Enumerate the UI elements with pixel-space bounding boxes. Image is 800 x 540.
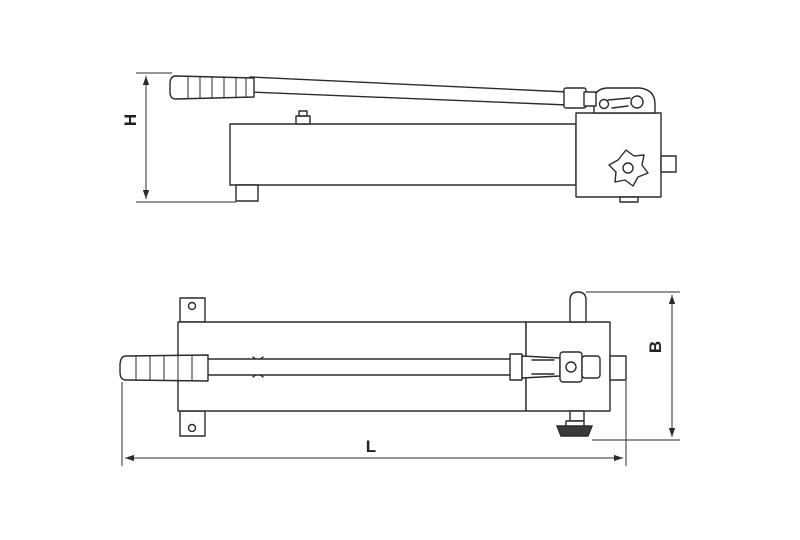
dimension-l: L (121, 381, 627, 466)
side-view (169, 75, 677, 203)
top-handle-bar (204, 358, 518, 376)
top-bracket-lug (569, 291, 587, 323)
valve-block (575, 112, 662, 198)
top-view (119, 291, 627, 437)
outlet-port (660, 155, 677, 173)
side-body (229, 123, 577, 186)
dimension-b: B (586, 291, 680, 441)
top-tab-lower (179, 410, 206, 437)
dimension-b-label: B (646, 341, 665, 353)
filler-cap (295, 115, 311, 125)
side-foot (235, 184, 259, 202)
dimension-h: H (121, 72, 236, 203)
dimension-l-label: L (366, 437, 376, 456)
handle-clamp (563, 87, 587, 109)
top-release-knob-icon (555, 425, 594, 437)
side-handle-bar (249, 76, 569, 106)
dimension-h-label: H (121, 114, 140, 126)
top-outlet-port (609, 355, 627, 381)
top-handle-fork (509, 353, 523, 381)
